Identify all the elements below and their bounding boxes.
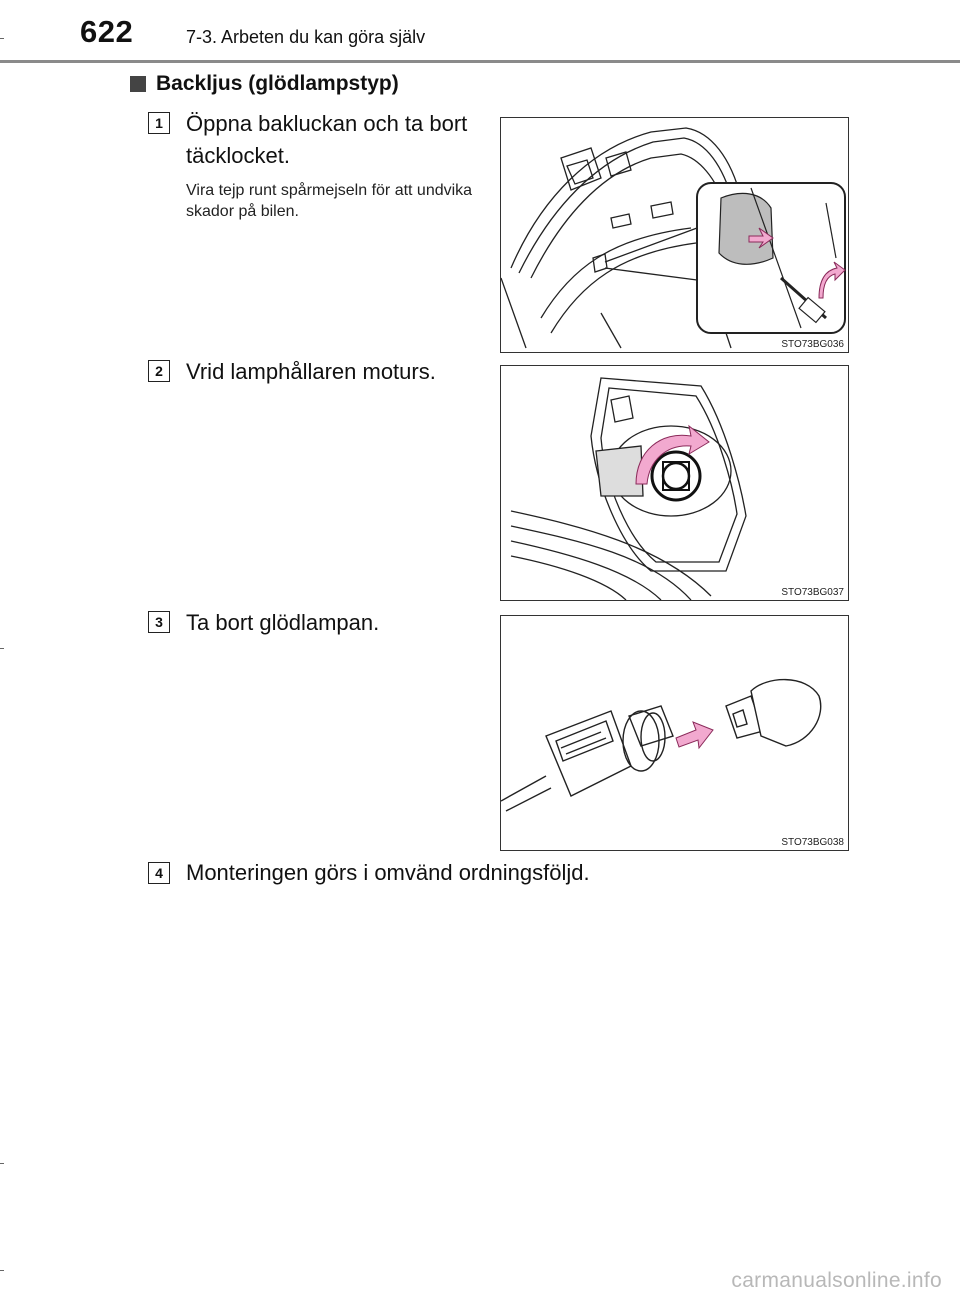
- page-number: 622: [80, 14, 134, 49]
- edge-tick: [0, 648, 4, 649]
- header-rule: [0, 60, 960, 63]
- step-text-1: Öppna bakluckan och ta bort täcklocket.: [186, 111, 468, 168]
- edge-tick: [0, 38, 4, 39]
- step-text-3: Ta bort glödlampan.: [186, 610, 380, 635]
- lamp-holder-illustration: [510, 377, 747, 600]
- figure-1: STO73BG036: [500, 117, 849, 353]
- step-number-4: 4: [148, 862, 170, 884]
- trunk-lid-illustration: [501, 127, 846, 349]
- figure-2: STO73BG037: [500, 365, 849, 601]
- section-title: 7-3. Arbeten du kan göra själv: [186, 27, 426, 47]
- step-text-4: Monteringen görs i omvänd ordningsföljd.: [186, 860, 590, 885]
- figure-code-3: STO73BG038: [781, 837, 844, 848]
- figure-code-1: STO73BG036: [781, 339, 844, 350]
- square-bullet-icon: [130, 76, 146, 92]
- figure-3: STO73BG038: [500, 615, 849, 851]
- step-note-1: Vira tejp runt spårmejseln för att undvi…: [186, 182, 473, 220]
- step-number-1: 1: [148, 112, 170, 134]
- edge-tick: [0, 1163, 4, 1164]
- section-heading: Backljus (glödlampstyp): [130, 72, 399, 96]
- step-text-2: Vrid lamphållaren moturs.: [186, 359, 436, 384]
- bulb-removal-illustration: [501, 678, 822, 812]
- step-number-2: 2: [148, 360, 170, 382]
- edge-tick: [0, 1270, 4, 1271]
- section-heading-text: Backljus (glödlampstyp): [156, 72, 399, 95]
- watermark: carmanualsonline.info: [731, 1269, 942, 1292]
- figure-code-2: STO73BG037: [781, 587, 844, 598]
- step-number-3: 3: [148, 611, 170, 633]
